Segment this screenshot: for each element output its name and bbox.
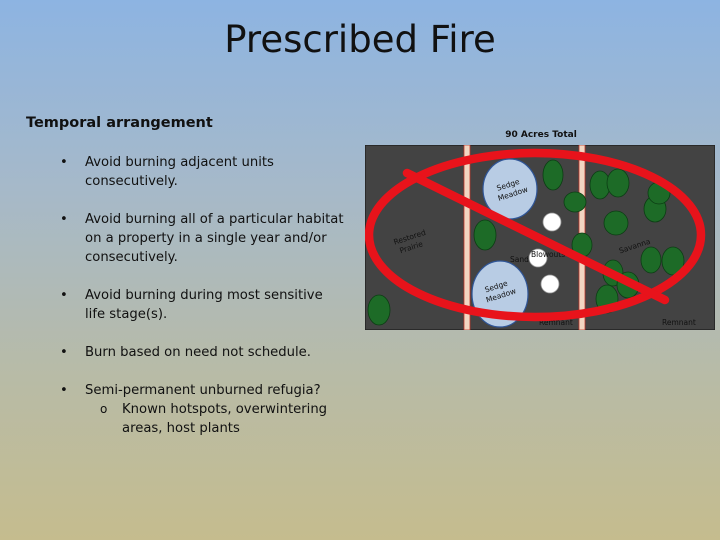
map-graphic: Restored Prairie Sedge Meadow Sedge Mead… xyxy=(365,145,715,330)
prohibition-sign-icon xyxy=(365,148,706,322)
bullet-item: Semi-permanent unburned refugia? Known h… xyxy=(60,381,345,438)
sub-bullet-item: Known hotspots, overwintering areas, hos… xyxy=(85,400,345,438)
label-remnant: Remnant xyxy=(662,318,696,327)
sand-blowout xyxy=(542,212,562,232)
bullet-text: Semi-permanent unburned refugia? xyxy=(85,383,321,398)
sand-blowout xyxy=(540,274,560,294)
bullet-item: Avoid burning during most sensitive life… xyxy=(60,286,345,324)
firebreak-left xyxy=(463,145,471,330)
burn-unit-map: Restored Prairie Sedge Meadow Sedge Mead… xyxy=(365,145,715,330)
label-blowouts: Blowouts xyxy=(531,250,565,259)
label-sand: Sand xyxy=(510,255,529,264)
bullet-item: Burn based on need not schedule. xyxy=(60,343,345,362)
label-remnant: Remnant xyxy=(539,318,573,327)
slide-title: Prescribed Fire xyxy=(224,18,496,61)
map-caption: 90 Acres Total xyxy=(505,130,577,140)
bullet-item: Avoid burning adjacent units consecutive… xyxy=(60,153,345,191)
bullet-list: Avoid burning adjacent units consecutive… xyxy=(60,153,345,457)
section-subtitle: Temporal arrangement xyxy=(26,115,213,131)
sub-bullet-list: Known hotspots, overwintering areas, hos… xyxy=(85,400,345,438)
sand-blowout xyxy=(528,248,548,268)
bullet-item: Avoid burning all of a particular habita… xyxy=(60,210,345,267)
